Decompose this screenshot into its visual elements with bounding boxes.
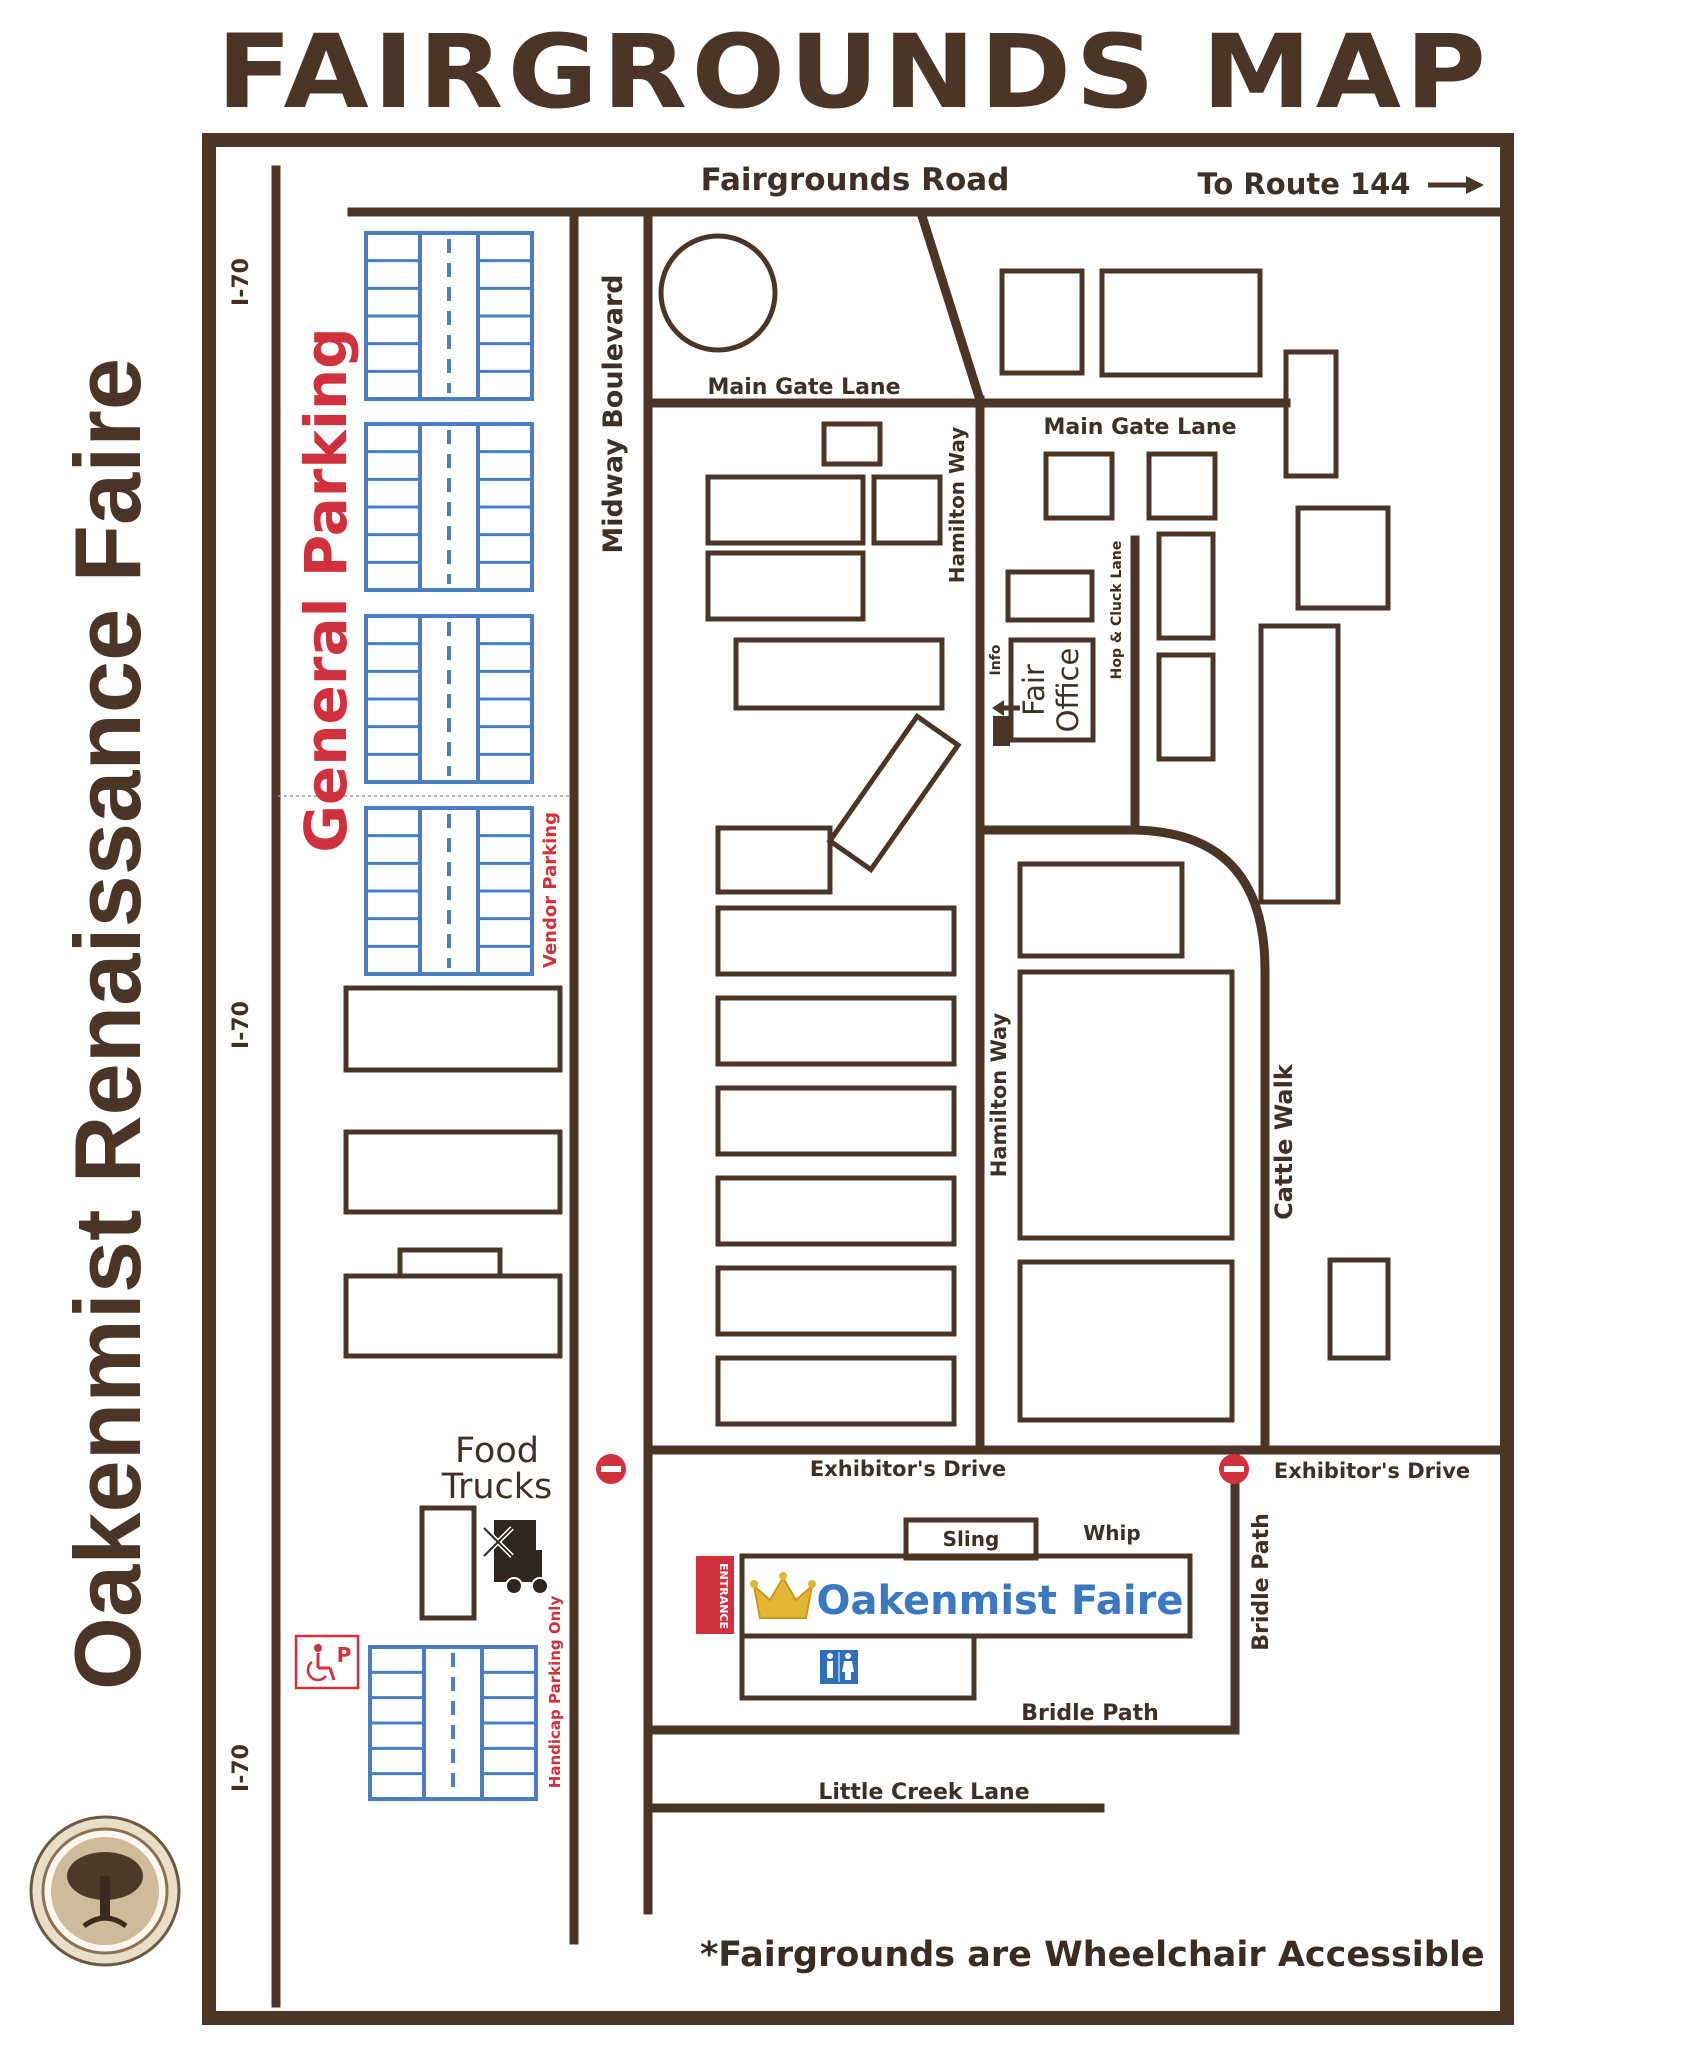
label-general-parking: General Parking	[292, 327, 360, 852]
building	[1005, 569, 1095, 623]
food-truck-icon	[482, 1520, 549, 1595]
parking-lot	[364, 422, 534, 592]
label-vendor-parking: Vendor Parking	[540, 812, 561, 968]
tree-seal-logo	[29, 1815, 181, 1967]
buildings	[343, 268, 1391, 1701]
building	[343, 985, 563, 1073]
building	[715, 825, 833, 895]
label-midway-boulevard: Midway Boulevard	[598, 274, 629, 553]
building	[715, 1265, 957, 1337]
water-tower	[658, 233, 778, 353]
building	[1156, 652, 1216, 762]
label-entrance: ENTRANCE	[717, 1563, 730, 1629]
label-i70-middle: I-70	[229, 1001, 254, 1049]
building	[715, 1085, 957, 1157]
building	[999, 268, 1085, 376]
road-diagonal	[916, 210, 986, 406]
label-hamilton-way-top: Hamilton Way	[945, 427, 969, 584]
parking-lot	[364, 231, 534, 401]
fair-office	[1008, 637, 1096, 743]
label-exhibitors-drive-west: Exhibitor's Drive	[810, 1457, 1006, 1481]
label-fair-office-line2: Office	[1051, 648, 1085, 733]
label-handicap-parking: Handicap Parking Only	[546, 1596, 564, 1789]
building	[871, 474, 943, 546]
building	[343, 1129, 563, 1215]
building	[715, 1175, 957, 1247]
map-frame	[202, 133, 1514, 2025]
label-i70-bottom: I-70	[229, 1744, 254, 1792]
entrance-sign	[696, 1556, 734, 1634]
roads	[271, 165, 1503, 2008]
parking-lot	[364, 806, 534, 976]
no-entry-icon	[596, 1454, 626, 1484]
road-cattle-walk	[975, 825, 1270, 1455]
building	[821, 421, 883, 467]
label-bridle-path-vertical: Bridle Path	[1249, 1513, 1274, 1651]
building	[343, 1273, 563, 1359]
info-marker	[993, 716, 1010, 746]
label-i70-top: I-70	[229, 258, 254, 306]
label-little-creek-lane: Little Creek Lane	[818, 1780, 1029, 1805]
accessibility-footnote: *Fairgrounds are Wheelchair Accessible	[700, 1935, 1485, 1975]
label-exhibitors-drive-east: Exhibitor's Drive	[1274, 1459, 1470, 1483]
building	[826, 712, 962, 874]
building	[1283, 349, 1339, 479]
building	[1258, 623, 1341, 905]
map-title: FAIRGROUNDS MAP	[216, 13, 1491, 132]
building	[715, 995, 957, 1067]
building	[1156, 531, 1216, 641]
faire-lower-building	[739, 1633, 977, 1701]
building	[715, 1355, 957, 1427]
label-main-gate-lane-west: Main Gate Lane	[707, 375, 900, 400]
label-hamilton-way-bottom: Hamilton Way	[987, 1013, 1011, 1178]
building	[1017, 861, 1185, 959]
wheelchair-parking-icon: P	[294, 1634, 360, 1690]
label-main-gate-lane-east: Main Gate Lane	[1043, 415, 1236, 440]
svg-text:P: P	[337, 1643, 352, 1667]
arrow-left-icon	[992, 700, 1020, 716]
label-to-route: To Route 144	[1197, 167, 1410, 201]
label-cattle-walk: Cattle Walk	[1270, 1063, 1298, 1220]
label-oakenmist-faire: Oakenmist Faire	[817, 1578, 1184, 1624]
label-fairgrounds-road: Fairgrounds Road	[701, 162, 1010, 198]
building	[1043, 451, 1115, 521]
label-whip: Whip	[1083, 1521, 1140, 1545]
label-bridle-path: Bridle Path	[1021, 1701, 1159, 1726]
food-truck-stall	[419, 1505, 477, 1621]
parking-lots	[364, 231, 538, 1801]
building	[1327, 1257, 1391, 1361]
building	[1017, 969, 1235, 1241]
building	[1146, 451, 1218, 521]
parking-lot	[368, 1645, 538, 1801]
arrow-right-icon	[1428, 176, 1484, 194]
label-info: Info	[988, 644, 1004, 675]
crown-icon	[750, 1572, 816, 1619]
label-hop-cluck-lane: Hop & Cluck Lane	[1109, 541, 1125, 680]
restroom-icon	[820, 1650, 858, 1684]
building	[705, 474, 866, 546]
building	[397, 1247, 503, 1279]
no-entry-icon	[1219, 1454, 1249, 1484]
label-fair-office-line1: Fair	[1017, 664, 1051, 716]
building	[1099, 268, 1263, 378]
parking-lot	[364, 614, 534, 784]
building	[705, 550, 866, 622]
label-food-trucks-line2: Trucks	[441, 1467, 553, 1507]
building	[715, 905, 957, 977]
label-food-trucks-line1: Food	[455, 1431, 539, 1471]
building	[733, 637, 945, 711]
building	[1017, 1259, 1235, 1423]
label-sling: Sling	[943, 1527, 1000, 1551]
building	[1295, 505, 1391, 611]
